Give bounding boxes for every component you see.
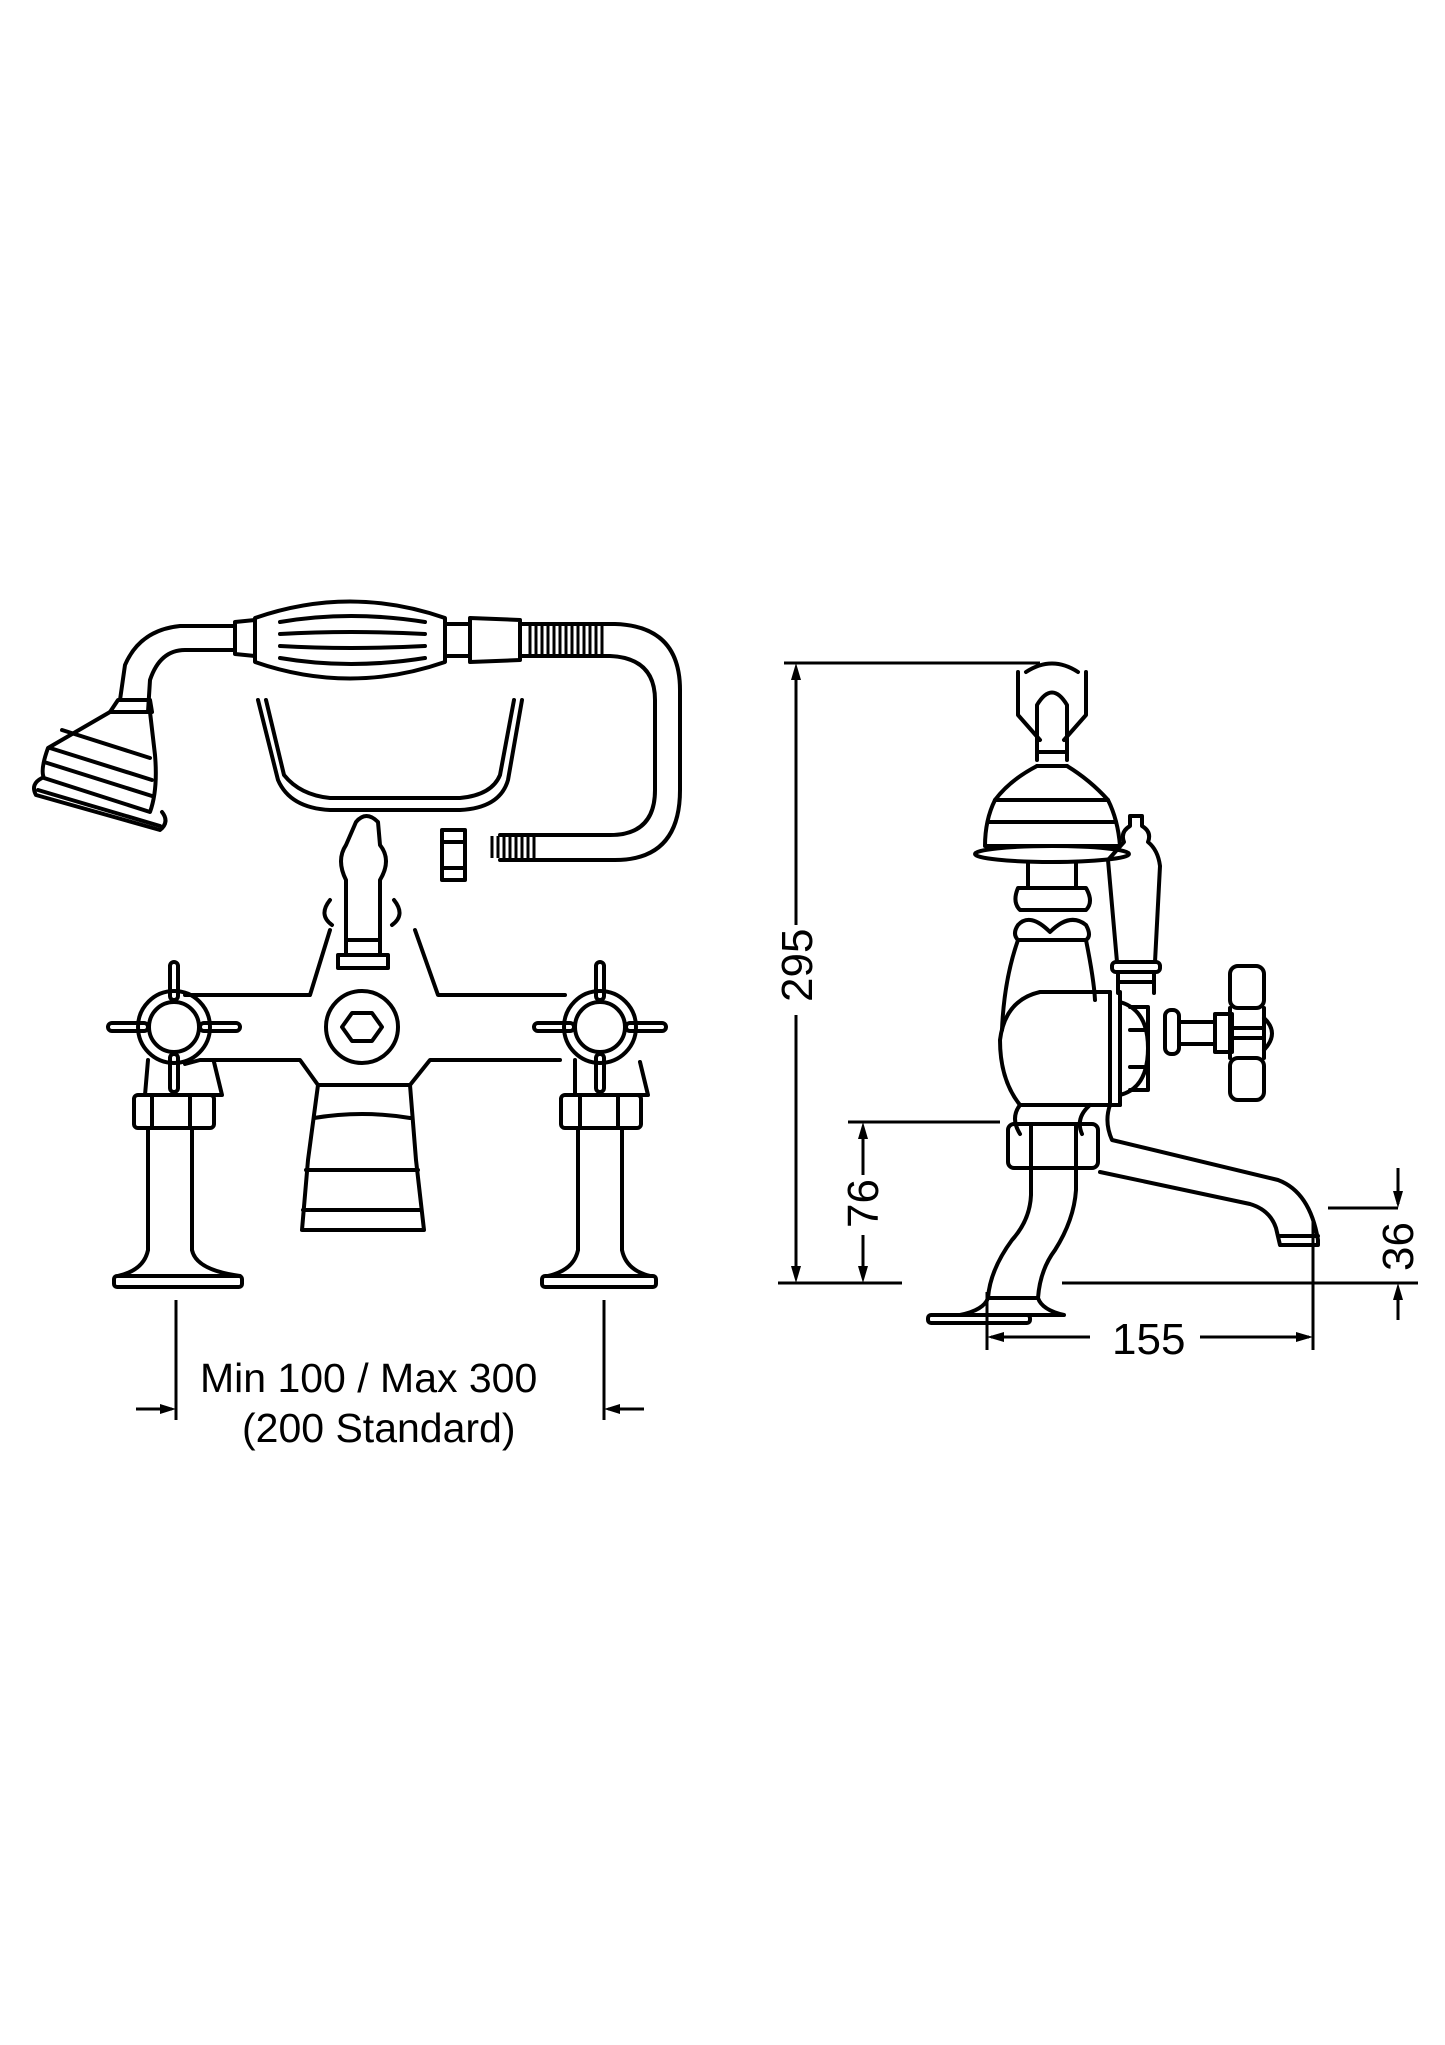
hex-socket-icon (340, 1011, 384, 1043)
left-crosshead-handle (106, 960, 244, 1289)
front-view (32, 599, 682, 1420)
diverter-lever (322, 814, 402, 970)
spout-clearance-label: 36 (1374, 1222, 1423, 1271)
overall-height-label: 295 (773, 928, 822, 1002)
shower-head-side (973, 764, 1131, 864)
handset-bracket (1016, 661, 1088, 768)
handset-neck-pipe (118, 624, 237, 702)
shower-handset-head (32, 698, 168, 832)
side-dimensions (778, 661, 1418, 1350)
handset-grip (233, 599, 522, 681)
spout-projection-label: 155 (1112, 1315, 1186, 1364)
side-crosshead-handle (998, 964, 1274, 1107)
body-shroud (300, 1083, 426, 1232)
centres-dimension-label: Min 100 / Max 300 (200, 1355, 538, 1401)
handset-cradle (256, 698, 524, 812)
spout-outlet-height-label: 76 (839, 1179, 888, 1228)
valve-column (1000, 860, 1097, 1032)
diverter-lever-side (1106, 814, 1162, 995)
right-crosshead-handle (532, 960, 668, 1289)
body-boss (324, 989, 400, 1065)
hose-nut (440, 828, 467, 882)
side-leg-base (926, 1166, 1078, 1325)
side-view (778, 661, 1418, 1350)
centres-standard-label: (200 Standard) (242, 1405, 516, 1451)
flexible-hose-upper (490, 622, 682, 862)
bath-spout (1006, 1103, 1320, 1247)
centres-dimension (136, 1300, 644, 1420)
